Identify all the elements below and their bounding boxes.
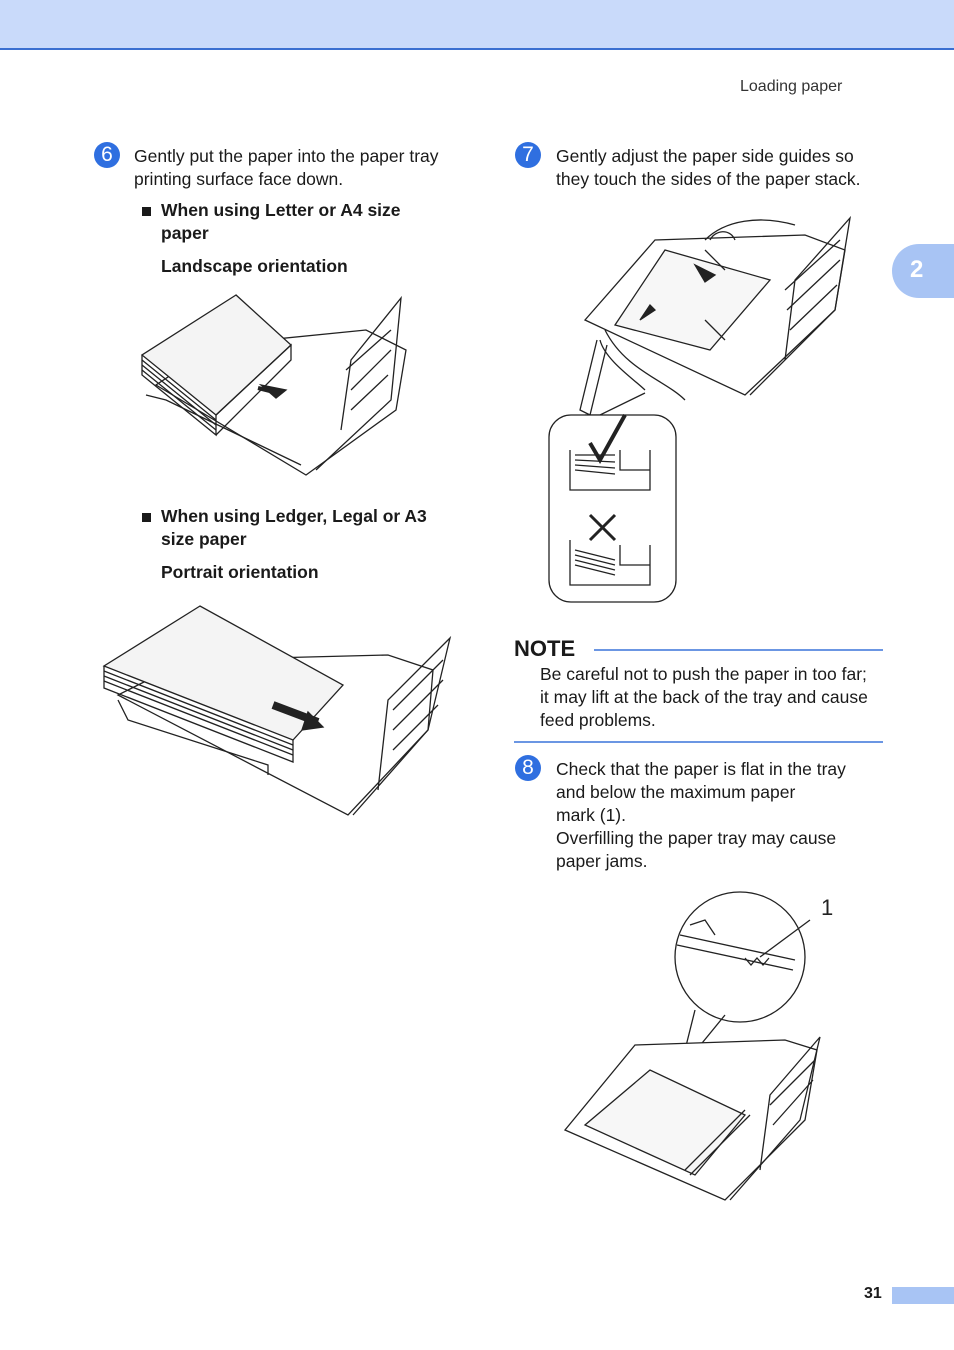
bullet-square-icon	[142, 207, 151, 216]
step-8-badge: 8	[515, 755, 541, 781]
bullet-letter-a4: When using Letter or A4 size paper	[142, 199, 401, 245]
note-line: Be careful not to push the paper in too …	[540, 664, 867, 684]
step-7-text: Gently adjust the paper side guides so t…	[556, 145, 861, 191]
running-header: Loading paper	[740, 78, 843, 95]
portrait-orientation-label: Portrait orientation	[161, 562, 319, 582]
step-6-line: Gently put the paper into the paper tray	[134, 146, 439, 166]
portrait-paper-illustration	[102, 605, 452, 816]
note-body: Be careful not to push the paper in too …	[540, 663, 886, 732]
step-7-line: they touch the sides of the paper stack.	[556, 169, 861, 189]
step-8-line: Overfilling the paper tray may cause	[556, 828, 837, 848]
bullet-square-icon	[142, 513, 151, 522]
step-6-line: printing surface face down.	[134, 169, 344, 189]
chapter-tab: 2	[892, 244, 954, 298]
note-divider	[514, 741, 883, 743]
note-rule	[594, 649, 883, 651]
bullet-line: size paper	[161, 529, 247, 549]
bullet-line: paper	[161, 223, 209, 243]
callout-number: 1	[821, 895, 833, 920]
bullet-line: When using Ledger, Legal or A3	[161, 506, 427, 526]
page-number: 31	[864, 1285, 882, 1302]
step-6-text: Gently put the paper into the paper tray…	[134, 145, 439, 191]
step-8-line: paper jams.	[556, 851, 648, 871]
bullet-line: When using Letter or A4 size	[161, 200, 401, 220]
page-number-band	[892, 1287, 954, 1304]
step-6-badge: 6	[94, 142, 120, 168]
step-8-line: Check that the paper is flat in the tray	[556, 759, 846, 779]
note-line: feed problems.	[540, 710, 656, 730]
chapter-number: 2	[910, 256, 924, 283]
note-line: it may lift at the back of the tray and …	[540, 687, 868, 707]
bullet-ledger-legal-a3: When using Ledger, Legal or A3 size pape…	[142, 505, 427, 551]
side-guides-illustration	[548, 215, 852, 603]
step-7-line: Gently adjust the paper side guides so	[556, 146, 854, 166]
landscape-orientation-label: Landscape orientation	[161, 256, 348, 276]
step-7-badge: 7	[515, 142, 541, 168]
note-title: NOTE	[514, 636, 576, 661]
maximum-mark-illustration: 1	[563, 891, 833, 1201]
landscape-paper-illustration	[140, 294, 407, 476]
step-8-text: Check that the paper is flat in the tray…	[556, 758, 846, 873]
header-band	[0, 0, 954, 50]
step-8-line: mark (1).	[556, 805, 626, 825]
step-8-line: and below the maximum paper	[556, 782, 796, 802]
